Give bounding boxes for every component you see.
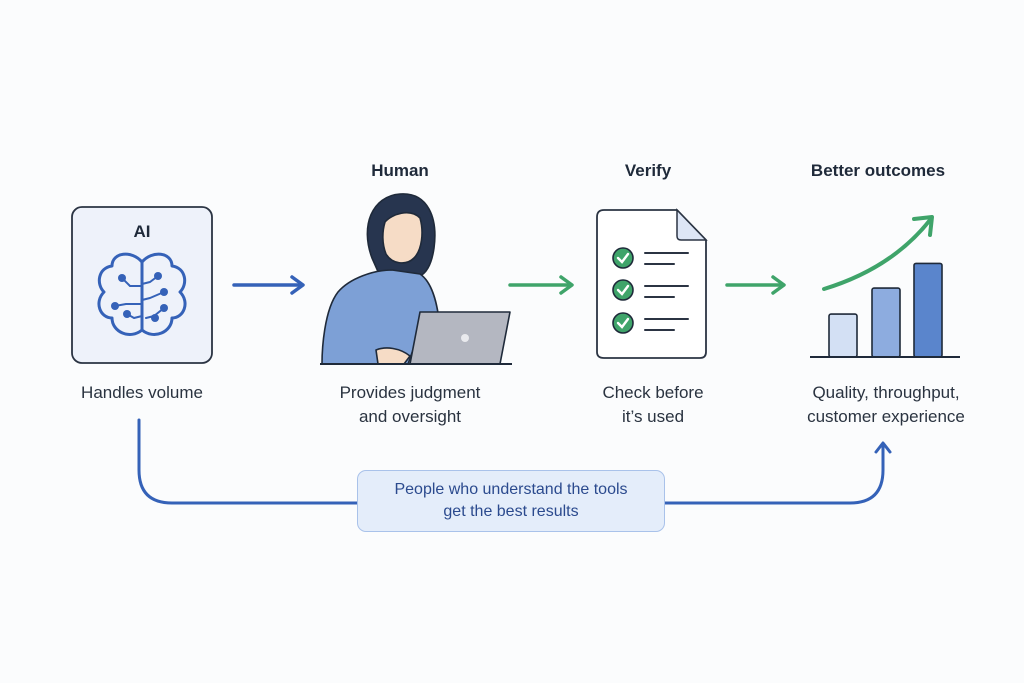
caption-line: Handles volume <box>81 383 203 402</box>
arrow-human-to-verify <box>508 275 574 295</box>
caption-line: Provides judgment <box>339 383 481 402</box>
caption-line: it’s used <box>621 407 685 426</box>
feedback-callout: People who understand the tools get the … <box>357 470 665 532</box>
step-caption-ai: Handles volume <box>52 381 232 405</box>
rising-bar-chart-icon <box>810 262 960 358</box>
callout-line: get the best results <box>443 503 579 520</box>
step-caption-human: Provides judgment and oversight <box>315 381 505 429</box>
person-laptop-icon <box>320 193 512 365</box>
step-title-verify: Verify <box>624 161 672 180</box>
caption-line: Check before <box>602 383 704 402</box>
step-title-human: Human <box>371 161 429 180</box>
brain-circuit-icon <box>97 252 187 336</box>
outcome-bar <box>913 262 943 358</box>
trend-arrow-icon <box>822 215 934 291</box>
arrow-ai-to-human <box>232 275 305 295</box>
caption-line: customer experience <box>807 407 965 426</box>
step-caption-outcomes: Quality, throughput, customer experience <box>786 381 986 429</box>
brain-nodes <box>111 272 168 322</box>
feedback-loop-arrow <box>137 418 892 505</box>
step-title-ai: AI <box>133 222 151 241</box>
step-title-outcomes: Better outcomes <box>810 161 946 180</box>
caption-line: and oversight <box>358 407 462 426</box>
step-caption-verify: Check before it’s used <box>578 381 728 429</box>
caption-line: Quality, throughput, <box>812 383 960 402</box>
outcome-bar <box>828 313 858 358</box>
callout-line: People who understand the tools <box>394 481 628 498</box>
arrow-verify-to-outcomes <box>725 275 786 295</box>
outcome-bar <box>871 287 901 358</box>
checklist-document-icon <box>596 208 708 359</box>
